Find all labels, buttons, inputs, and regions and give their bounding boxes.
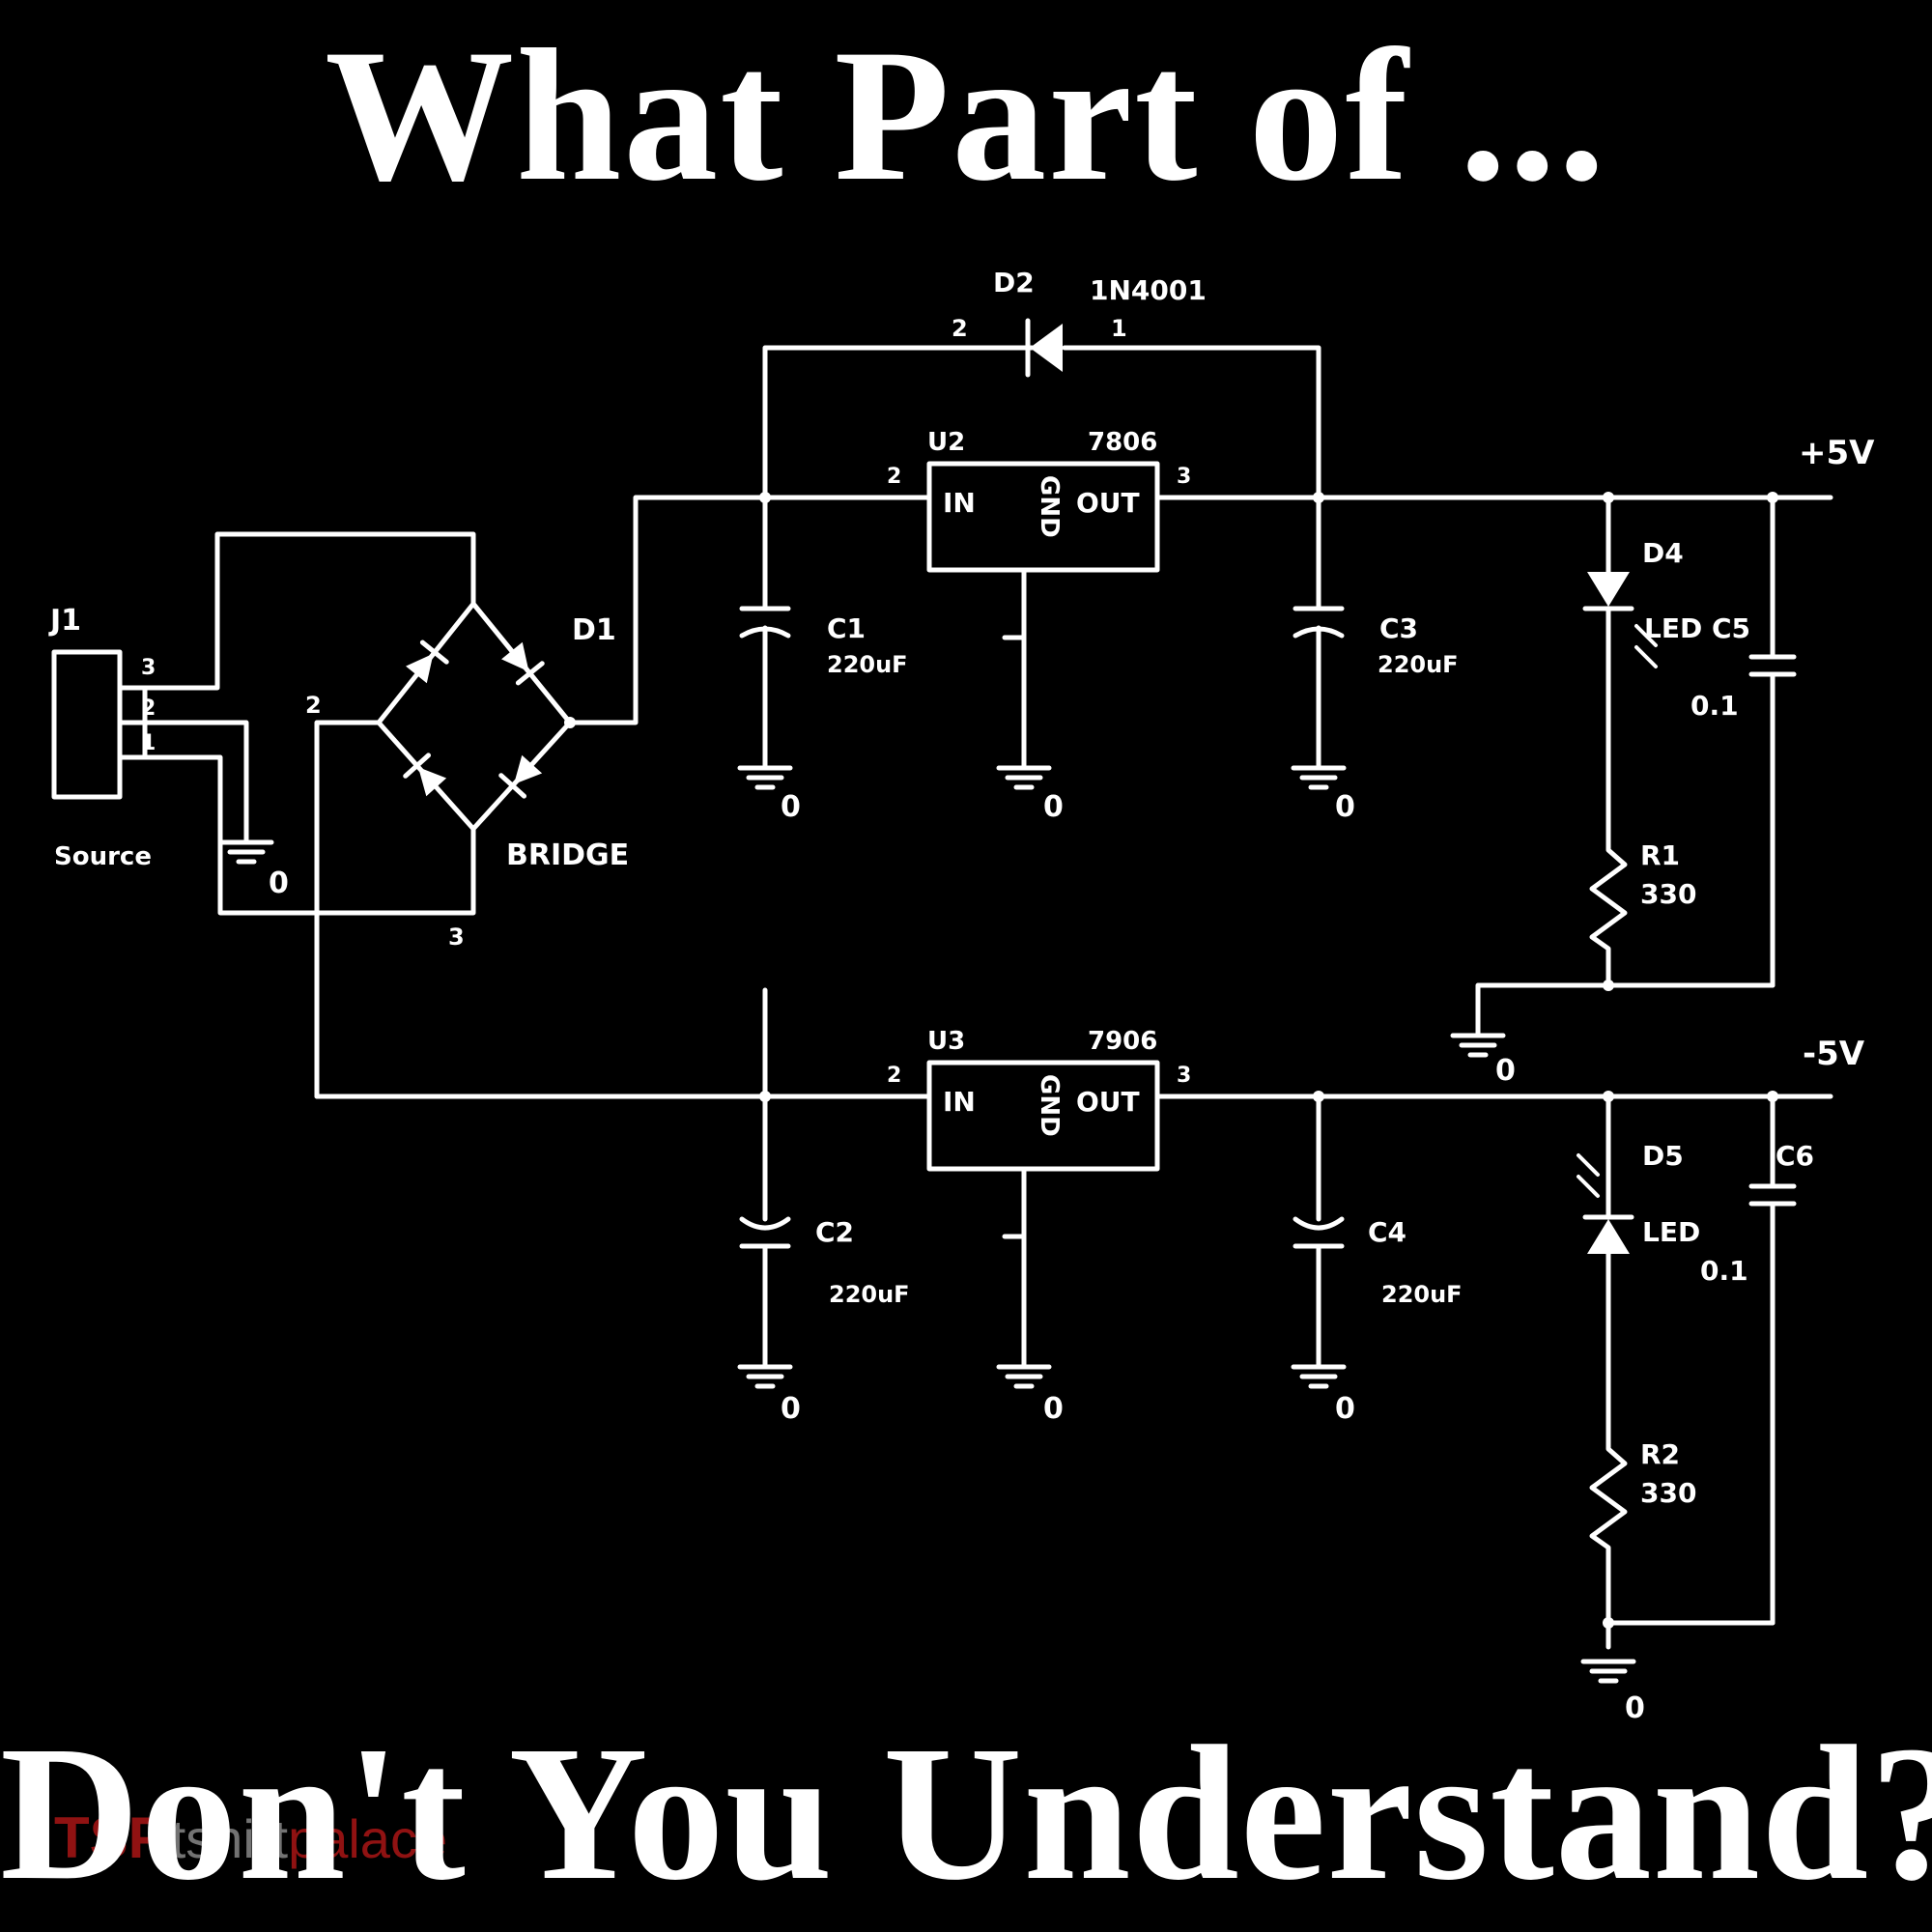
watermark-text-2: palace	[288, 1808, 448, 1869]
watermark-mark: TSP	[54, 1805, 167, 1870]
rail-minus-label: -5V	[1803, 1035, 1865, 1073]
watermark-text-1: tshirt	[170, 1808, 289, 1869]
c5-ref: C5	[1712, 612, 1750, 644]
gnd-label-u2: 0	[1043, 790, 1064, 824]
r2-ref: R2	[1640, 1438, 1680, 1470]
u2-pin-in: 2	[887, 465, 901, 489]
bridge-name: BRIDGE	[506, 838, 629, 872]
capacitor-c6: C6 0.1	[1700, 1094, 1814, 1626]
d1-ref: D1	[572, 613, 616, 647]
gnd-label-u3: 0	[1043, 1392, 1064, 1426]
input-wiring: 0	[142, 531, 768, 1099]
bypass-diode-d2: D2 1N4001 2 1	[762, 267, 1321, 500]
d5-name: LED	[1642, 1216, 1700, 1248]
c6-ref: C6	[1776, 1140, 1814, 1172]
u2-in: IN	[943, 487, 976, 519]
u3-pin-in: 2	[887, 1064, 901, 1088]
capacitor-c1: 0 C1 220uF	[740, 495, 908, 824]
d2-part: 1N4001	[1090, 274, 1207, 306]
j1-pin-3: 3	[141, 656, 156, 680]
c4-ref: C4	[1368, 1216, 1406, 1248]
u3-in: IN	[943, 1086, 976, 1118]
u2-gnd: GND	[1035, 475, 1064, 538]
title-bottom: Don't You Understand?	[0, 1707, 1932, 1920]
rail-plus-label: +5V	[1799, 434, 1875, 472]
c2-value: 220uF	[829, 1281, 910, 1308]
u2-ref: U2	[927, 428, 965, 457]
u3-ref: U3	[927, 1027, 965, 1056]
u2-part: 7806	[1088, 428, 1157, 457]
connector-j1: J1 Source 3 2 1	[48, 604, 156, 871]
positive-rail: +5V	[759, 434, 1875, 503]
u3-part: 7906	[1088, 1027, 1157, 1056]
u3-gnd: GND	[1035, 1074, 1064, 1137]
u2-out: OUT	[1076, 487, 1140, 519]
d2-pin-k: 1	[1111, 315, 1127, 342]
c2-ref: C2	[815, 1216, 854, 1248]
c4-value: 220uF	[1381, 1281, 1463, 1308]
j1-pin-2: 2	[141, 696, 156, 721]
regulator-u3: U3 7906 IN OUT GND 2 3 0	[887, 1027, 1191, 1426]
d2-pin-a: 2	[952, 315, 968, 342]
j1-pin-1: 1	[141, 731, 156, 755]
regulator-u2: U2 7806 IN OUT GND 2 3 0	[887, 428, 1191, 824]
gnd-label-r1: 0	[1495, 1054, 1516, 1088]
c1-ref: C1	[827, 612, 866, 644]
capacitor-c3: 0 C3 220uF	[1293, 495, 1459, 824]
led-d5-branch: D5 LED R2 330 0	[1577, 1094, 1776, 1725]
d5-ref: D5	[1642, 1140, 1684, 1172]
gnd-label-c4: 0	[1335, 1392, 1355, 1426]
d2-ref: D2	[993, 267, 1035, 298]
gnd-label-r2: 0	[1625, 1691, 1645, 1725]
gnd-label-c1: 0	[781, 790, 801, 824]
led-d4-branch: D4 LED R1 330 0	[1453, 495, 1776, 1088]
gnd-label-c3: 0	[1335, 790, 1355, 824]
capacitor-c2: 0 C2 220uF	[740, 1094, 910, 1426]
j1-name: Source	[54, 842, 152, 871]
capacitor-c5: C5 0.1	[1690, 495, 1797, 988]
negative-rail: -5V	[314, 1035, 1865, 1102]
u3-pin-out: 3	[1177, 1064, 1191, 1088]
d4-ref: D4	[1642, 537, 1684, 569]
c3-value: 220uF	[1378, 651, 1459, 678]
title-top: What Part of ...	[325, 11, 1607, 220]
u3-out: OUT	[1076, 1086, 1140, 1118]
j1-ref: J1	[48, 604, 81, 638]
bridge-pin-2: 2	[305, 692, 322, 719]
c1-value: 220uF	[827, 651, 908, 678]
c3-ref: C3	[1379, 612, 1418, 644]
r1-value: 330	[1640, 878, 1696, 910]
d4-name: LED	[1644, 612, 1702, 644]
c6-value: 0.1	[1700, 1255, 1748, 1287]
gnd-label-c2: 0	[781, 1392, 801, 1426]
capacitor-c4: 0 C4 220uF	[1293, 1094, 1463, 1426]
r1-ref: R1	[1640, 839, 1680, 871]
u2-pin-out: 3	[1177, 465, 1191, 489]
bridge-rectifier-d1: D1 BRIDGE 2 3	[305, 495, 768, 951]
bridge-pin-3: 3	[448, 923, 465, 951]
c5-value: 0.1	[1690, 690, 1739, 722]
r2-value: 330	[1640, 1477, 1696, 1509]
gnd-label-j1: 0	[269, 867, 289, 900]
watermark-logo: TSPtshirtpalace	[54, 1804, 447, 1871]
